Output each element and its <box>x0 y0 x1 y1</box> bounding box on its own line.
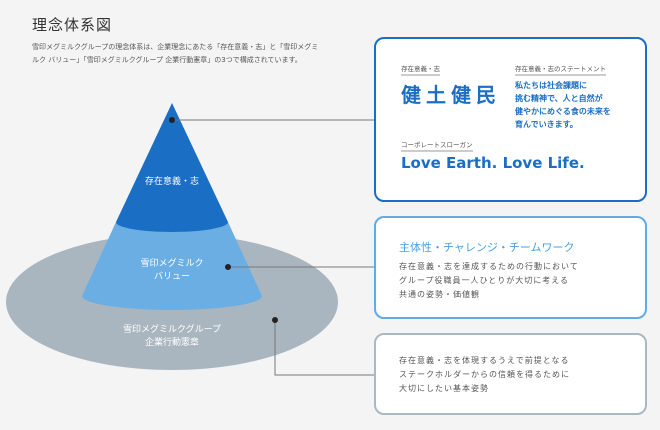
statement-line: 挑む精神で、人と自然が <box>515 94 603 103</box>
value-line: グループ役職員一人ひとりが大切に考える <box>399 276 570 285</box>
value-line: 存在意義・志を達成するための行動において <box>399 262 579 271</box>
base-tier-label: 雪印メグミルクグループ 企業行動憲章 <box>92 324 252 350</box>
code-of-conduct-box: 存在意義・志を体現するうえで前提となる ステークホルダーからの信頼を得るために … <box>374 333 647 415</box>
connector-dot <box>225 264 231 270</box>
statement-text: 私たちは社会課題に 挑む精神で、人と自然が 健やかにめぐる食の未来を 育んでいき… <box>515 79 611 131</box>
value-line: 共通の姿勢・価値観 <box>399 290 480 299</box>
base-tier-line: 雪印メグミルクグループ <box>122 325 222 335</box>
connector-dot <box>272 317 278 323</box>
purpose-text: 健土健民 <box>401 83 501 107</box>
top-tier <box>116 103 228 232</box>
statement-label: 存在意義・志のステートメント <box>515 63 606 76</box>
page-title: 理念体系図 <box>32 16 113 34</box>
connector-dot <box>169 117 175 123</box>
code-text: 存在意義・志を体現するうえで前提となる ステークホルダーからの信頼を得るために … <box>399 354 570 396</box>
value-text: 存在意義・志を達成するための行動において グループ役職員一人ひとりが大切に考える… <box>399 260 579 302</box>
middle-tier-line: 雪印メグミルク <box>140 259 204 269</box>
slogan-text: Love Earth. Love Life. <box>401 154 585 172</box>
value-box: 主体性・チャレンジ・チームワーク 存在意義・志を達成するための行動において グル… <box>374 216 647 319</box>
code-line: 大切にしたい基本姿勢 <box>399 384 489 393</box>
statement-line: 育んでいきます。 <box>515 120 578 129</box>
code-line: 存在意義・志を体現するうえで前提となる <box>399 356 570 365</box>
statement-line: 私たちは社会課題に <box>515 81 587 90</box>
intro-text: 雪印メグミルクグループの理念体系は、企業理念にあたる「存在意義・志」と「雪印メグ… <box>32 43 319 64</box>
top-tier-label: 存在意義・志 <box>144 177 199 187</box>
middle-tier <box>82 222 262 310</box>
middle-tier-line: バリュー <box>153 272 190 282</box>
purpose-box: 存在意義・志 健土健民 存在意義・志のステートメント 私たちは社会課題に 挑む精… <box>374 37 647 202</box>
value-heading: 主体性・チャレンジ・チームワーク <box>399 241 575 254</box>
connector-lines <box>172 119 374 376</box>
purpose-label: 存在意義・志 <box>401 63 440 76</box>
code-line: ステークホルダーからの信頼を得るために <box>399 370 570 379</box>
base-tier-line: 企業行動憲章 <box>144 338 199 348</box>
slogan-label: コーポレートスローガン <box>401 139 473 152</box>
statement-line: 健やかにめぐる食の未来を <box>515 107 611 116</box>
middle-tier-label: 雪印メグミルク バリュー <box>92 258 252 284</box>
